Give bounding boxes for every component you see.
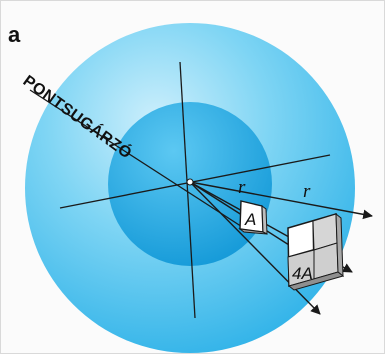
inner-area-patch xyxy=(238,200,268,235)
panel-label: a xyxy=(8,22,21,47)
point-source-dot xyxy=(186,178,194,186)
axis-lines xyxy=(29,61,331,319)
radius-label-inner: r xyxy=(238,177,246,198)
outer-area-patch xyxy=(287,212,345,291)
radius-label-outer: r xyxy=(303,181,311,202)
area-label-inner: A xyxy=(244,210,256,229)
area-label-outer: 4A xyxy=(292,264,313,283)
